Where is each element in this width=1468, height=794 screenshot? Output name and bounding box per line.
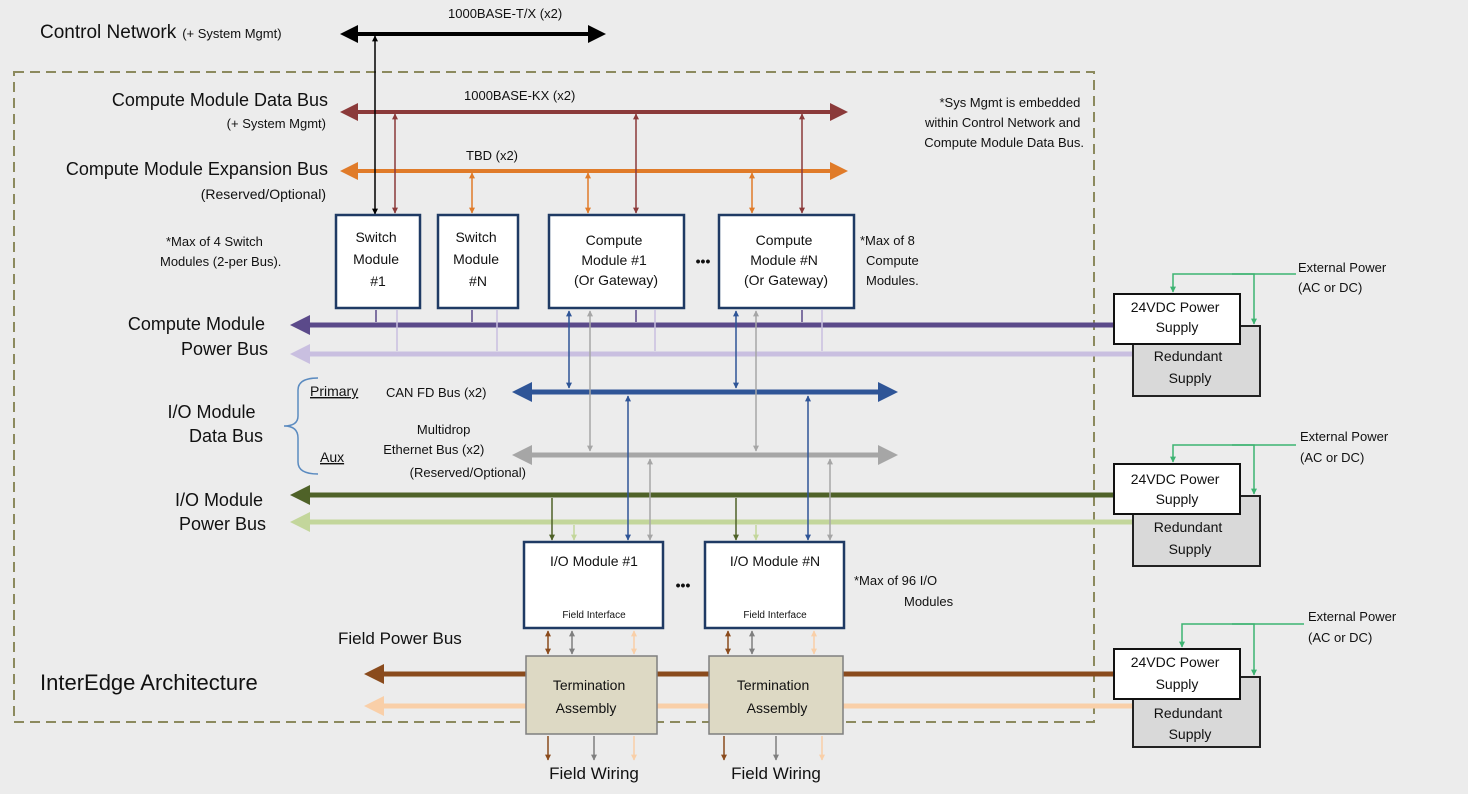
external-power-3-label: External Power (AC or DC) <box>1308 609 1400 645</box>
io-module-n-title: I/O Module #N <box>730 553 820 569</box>
field-wiring-label-1: Field Wiring <box>549 764 639 783</box>
power-supply-24vdc-2-label: 24VDC Power Supply <box>1131 471 1224 507</box>
can-fd-bus <box>512 382 898 402</box>
ethernet-bus <box>512 445 898 465</box>
field-wiring-drops <box>545 736 825 761</box>
io-module-1 <box>522 540 665 630</box>
expansion-bus-spec: TBD (x2) <box>466 148 518 163</box>
io-max-note: *Max of 96 I/O Modules <box>854 573 954 609</box>
primary-label: Primary <box>310 383 358 399</box>
power-supply-24vdc-2 <box>1113 463 1241 515</box>
ethernet-compute-links <box>587 310 759 452</box>
external-power-1-label: External Power (AC or DC) <box>1298 260 1390 295</box>
io-module-n <box>703 540 846 630</box>
external-power-2-label: External Power (AC or DC) <box>1300 429 1392 465</box>
termination-assembly-1 <box>525 655 658 735</box>
data-bus <box>340 103 848 121</box>
switch-module-n-label: Switch Module #N <box>453 229 503 289</box>
architecture-title: InterEdge Architecture <box>40 670 258 695</box>
data-bus-label: Compute Module Data Bus <box>112 90 328 110</box>
control-network-spec: 1000BASE-T/X (x2) <box>448 6 562 21</box>
termination-assembly-n-label: Termination Assembly <box>737 677 813 716</box>
redundant-supply-3-label: Redundant Supply <box>1154 705 1226 742</box>
sys-mgmt-note: *Sys Mgmt is embedded within Control Net… <box>924 95 1084 150</box>
io-ellipsis: ••• <box>676 577 691 593</box>
data-bus-sub: (+ System Mgmt) <box>227 116 326 131</box>
control-network-bus <box>340 25 606 43</box>
io-power-bus-label: I/O Module Power Bus <box>175 490 268 534</box>
io-module-links <box>549 395 833 541</box>
power-supply-group-1: Redundant Supply 24VDC Power Supply Exte… <box>1113 260 1390 397</box>
switch-module-n <box>436 213 520 310</box>
power-supply-24vdc-3 <box>1113 648 1241 700</box>
io-module-n-sub: Field Interface <box>743 610 807 621</box>
switch-max-note: *Max of 4 Switch Modules (2-per Bus). <box>160 234 281 269</box>
termination-assembly-n <box>708 655 844 735</box>
compute-ellipsis: ••• <box>696 253 711 269</box>
io-data-bus-label: I/O Module Data Bus <box>167 402 263 446</box>
compute-power-bus <box>290 315 1134 364</box>
compute-module-1-label: Compute Module #1 (Or Gateway) <box>574 232 658 288</box>
termination-assembly-1-label: Termination Assembly <box>553 677 629 716</box>
io-data-brace <box>283 377 319 475</box>
redundant-supply-2-label: Redundant Supply <box>1154 519 1226 557</box>
compute-module-n-label: Compute Module #N (Or Gateway) <box>744 232 828 288</box>
switch-module-1-label: Switch Module #1 <box>353 229 403 289</box>
expansion-bus-drops <box>469 172 755 214</box>
redundant-supply-1-label: Redundant Supply <box>1154 348 1226 386</box>
expansion-bus-label: Compute Module Expansion Bus <box>66 159 328 179</box>
io-termination-links <box>545 630 817 655</box>
io-power-bus <box>290 485 1134 532</box>
field-power-bus-label: Field Power Bus <box>338 629 462 648</box>
compute-module-n <box>717 213 856 310</box>
power-supply-group-2: Redundant Supply 24VDC Power Supply Exte… <box>1113 429 1392 567</box>
expansion-bus <box>340 162 848 180</box>
data-bus-drops <box>392 113 805 214</box>
compute-max-note: *Max of 8 Compute Modules. <box>860 233 922 288</box>
compute-power-bus-label: Compute Module Power Bus <box>128 314 270 359</box>
can-compute-links <box>566 310 739 389</box>
field-wiring-label-n: Field Wiring <box>731 764 821 783</box>
expansion-bus-sub: (Reserved/Optional) <box>201 186 326 202</box>
data-bus-spec: 1000BASE-KX (x2) <box>464 88 575 103</box>
control-network-label: Control Network(+ System Mgmt) <box>40 22 282 43</box>
power-supply-group-3: Redundant Supply 24VDC Power Supply Exte… <box>1113 609 1400 748</box>
power-supply-24vdc-1-label: 24VDC Power Supply <box>1131 299 1224 335</box>
compute-module-1 <box>547 213 686 310</box>
io-module-1-sub: Field Interface <box>562 610 626 621</box>
primary-spec: CAN FD Bus (x2) <box>386 385 486 400</box>
compute-power-drops <box>375 310 823 351</box>
switch-module-1 <box>334 213 422 310</box>
io-module-1-title: I/O Module #1 <box>550 553 638 569</box>
power-supply-24vdc-1 <box>1113 293 1241 345</box>
power-supply-24vdc-3-label: 24VDC Power Supply <box>1131 654 1224 692</box>
aux-label: Aux <box>320 449 344 465</box>
aux-spec: Multidrop Ethernet Bus (x2) (Reserved/Op… <box>383 422 526 480</box>
